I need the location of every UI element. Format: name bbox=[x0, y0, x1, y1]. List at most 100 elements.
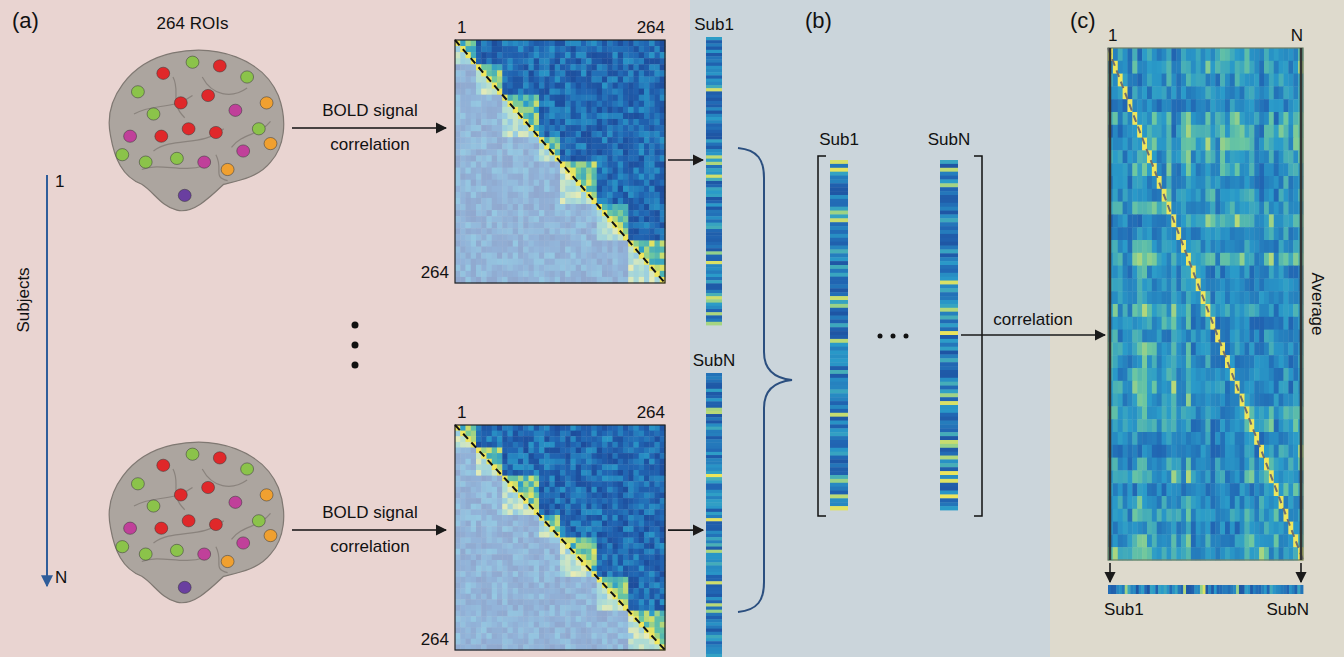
matrix-cell bbox=[602, 64, 608, 70]
matrix-cell bbox=[481, 436, 487, 442]
matrix-cell bbox=[623, 83, 629, 89]
matrix-cell bbox=[539, 259, 545, 265]
matrix-cell bbox=[571, 470, 577, 476]
matrix-cell bbox=[560, 228, 566, 234]
matrix-cell bbox=[487, 137, 493, 143]
matrix-cell bbox=[623, 70, 629, 76]
matrix-cell bbox=[555, 131, 561, 137]
matrix-cell bbox=[576, 204, 582, 210]
matrix-cell bbox=[544, 107, 550, 113]
matrix-cell bbox=[628, 192, 634, 198]
matrix-cell bbox=[628, 52, 634, 58]
matrix-cell bbox=[534, 162, 540, 168]
matrix-cell bbox=[529, 442, 535, 448]
matrix-cell bbox=[586, 107, 592, 113]
matrix-cell bbox=[471, 40, 477, 46]
matrix-cell bbox=[497, 453, 503, 459]
matrix-cell bbox=[565, 186, 571, 192]
matrix-cell bbox=[607, 58, 613, 64]
matrix-cell bbox=[529, 143, 535, 149]
matrix-cell bbox=[502, 240, 508, 246]
matrix-cell bbox=[571, 271, 577, 277]
matrix-cell bbox=[502, 162, 508, 168]
matrix-cell bbox=[455, 131, 461, 137]
matrix-cell bbox=[581, 259, 587, 265]
matrix-cell bbox=[534, 52, 540, 58]
matrix-cell bbox=[471, 210, 477, 216]
matrix-cell bbox=[518, 70, 524, 76]
matrix-cell bbox=[487, 448, 493, 454]
matrix-cell bbox=[534, 64, 540, 70]
matrix-cell bbox=[607, 192, 613, 198]
matrix-cell bbox=[476, 76, 482, 82]
matrix-cell bbox=[602, 40, 608, 46]
matrix-cell bbox=[623, 155, 629, 161]
matrix-cell bbox=[455, 464, 461, 470]
matrix-cell bbox=[639, 131, 645, 137]
matrix-cell bbox=[544, 155, 550, 161]
matrix-cell bbox=[597, 216, 603, 222]
matrix-cell bbox=[634, 453, 640, 459]
matrix-cell bbox=[492, 113, 498, 119]
matrix-cell bbox=[613, 464, 619, 470]
matrix-cell bbox=[576, 464, 582, 470]
matrix-cell bbox=[623, 162, 629, 168]
matrix-cell bbox=[529, 265, 535, 271]
matrix-cell bbox=[513, 162, 519, 168]
matrix-cell bbox=[476, 425, 482, 431]
matrix-cell bbox=[476, 137, 482, 143]
matrix-cell bbox=[555, 222, 561, 228]
matrix-cell bbox=[607, 448, 613, 454]
matrix-cell bbox=[644, 448, 650, 454]
matrix-cell bbox=[639, 95, 645, 101]
matrix-cell bbox=[534, 174, 540, 180]
matrix-cell bbox=[602, 431, 608, 437]
matrix-cell bbox=[492, 436, 498, 442]
matrix-cell bbox=[492, 143, 498, 149]
matrix-cell bbox=[644, 58, 650, 64]
matrix-cell bbox=[529, 431, 535, 437]
matrix-cell bbox=[534, 265, 540, 271]
matrix-cell bbox=[460, 186, 466, 192]
matrix-cell bbox=[618, 180, 624, 186]
matrix-cell bbox=[602, 247, 608, 253]
matrix-cell bbox=[639, 228, 645, 234]
matrix-cell bbox=[523, 425, 529, 431]
matrix-cell bbox=[576, 253, 582, 259]
matrix-cell bbox=[623, 58, 629, 64]
matrix-cell bbox=[476, 174, 482, 180]
matrix-cell bbox=[544, 70, 550, 76]
matrix-cell bbox=[655, 247, 661, 253]
matrix-cell bbox=[487, 64, 493, 70]
matrix-cell bbox=[471, 271, 477, 277]
matrix-cell bbox=[618, 464, 624, 470]
matrix-cell bbox=[639, 168, 645, 174]
matrix-cell bbox=[460, 216, 466, 222]
matrix-cell bbox=[649, 137, 655, 143]
matrix-cell bbox=[544, 442, 550, 448]
matrix-cell bbox=[602, 442, 608, 448]
matrix-cell bbox=[565, 58, 571, 64]
matrix-cell bbox=[460, 234, 466, 240]
matrix-cell bbox=[471, 247, 477, 253]
matrix-cell bbox=[634, 436, 640, 442]
matrix-cell bbox=[565, 125, 571, 131]
matrix-cell bbox=[487, 52, 493, 58]
matrix-cell bbox=[581, 46, 587, 52]
matrix-cell bbox=[565, 162, 571, 168]
matrix-cell bbox=[555, 425, 561, 431]
matrix-cell bbox=[534, 101, 540, 107]
matrix-cell bbox=[492, 210, 498, 216]
matrix-cell bbox=[492, 131, 498, 137]
matrix-cell bbox=[460, 143, 466, 149]
matrix-cell bbox=[602, 155, 608, 161]
matrix-cell bbox=[639, 425, 645, 431]
matrix-cell bbox=[471, 459, 477, 465]
matrix-cell bbox=[534, 204, 540, 210]
matrix-cell bbox=[644, 464, 650, 470]
matrix-cell bbox=[497, 137, 503, 143]
matrix-cell bbox=[565, 70, 571, 76]
matrix-cell bbox=[555, 192, 561, 198]
matrix-cell bbox=[518, 453, 524, 459]
matrix-cell bbox=[466, 83, 472, 89]
